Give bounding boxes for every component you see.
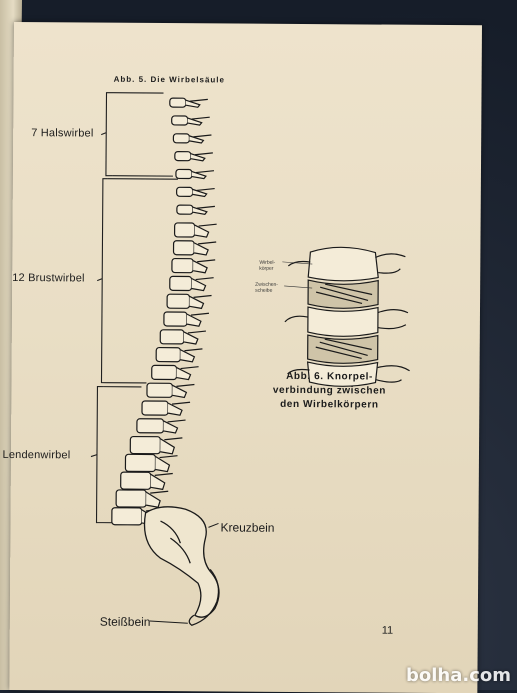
transverse-process xyxy=(180,366,199,370)
spinous-process xyxy=(192,260,208,274)
spinous-process xyxy=(194,224,210,238)
vertebra xyxy=(141,400,169,416)
spinous-process xyxy=(172,384,188,399)
vertebra xyxy=(176,186,194,197)
label-disc: Zwischen-scheibe xyxy=(255,281,278,294)
transverse-process xyxy=(195,170,215,174)
transverse-process xyxy=(196,187,215,192)
label-vertebral-body: Wirbel-körper xyxy=(259,259,276,272)
book-page: Abb. 5. Die Wirbelsäule xyxy=(0,22,482,693)
transverse-process xyxy=(193,294,212,298)
label-lumbar: 5 Lendenwirbel xyxy=(0,448,71,462)
spinous-process xyxy=(163,420,179,434)
spinous-process xyxy=(192,188,208,198)
transverse-process xyxy=(198,241,217,245)
spinous-process xyxy=(191,170,207,180)
spinous-process xyxy=(155,456,171,473)
spinous-process xyxy=(192,206,208,215)
spinous-process xyxy=(167,402,183,416)
figure6-caption-line3: den Wirbelkörpern xyxy=(280,398,379,411)
vertebra xyxy=(172,133,191,144)
transverse-process xyxy=(167,419,186,423)
transverse-process xyxy=(159,455,178,459)
transverse-process xyxy=(196,205,215,209)
transverse-process xyxy=(198,223,217,227)
vertebra xyxy=(163,311,188,327)
vertebra xyxy=(169,97,187,108)
spinous-process xyxy=(189,295,205,310)
spinous-process xyxy=(189,135,205,144)
spinous-process xyxy=(191,277,207,292)
label-coccyx: Steißbein xyxy=(99,614,151,629)
vertebra xyxy=(129,435,161,455)
label-thoracic: 12 Brustwirbel xyxy=(12,271,85,285)
vertebra xyxy=(115,489,147,508)
vertebra xyxy=(146,382,174,398)
transverse-process xyxy=(195,277,214,281)
spinous-process xyxy=(145,491,161,508)
spinous-process xyxy=(180,349,196,363)
vertebra xyxy=(171,115,189,126)
label-sacrum: Kreuzbein xyxy=(220,520,275,535)
figure6-caption: Abb. 6. Knorpel- verbindung zwischen den… xyxy=(239,370,419,413)
spinous-process xyxy=(190,153,206,162)
label-cervical: 7 Halswirbel xyxy=(31,127,94,140)
vertebra xyxy=(155,346,182,363)
transverse-process xyxy=(154,472,173,476)
transverse-process xyxy=(150,490,169,494)
vertebra xyxy=(111,507,143,526)
vertebra xyxy=(175,168,193,180)
vertebra xyxy=(176,204,194,215)
spinous-process xyxy=(185,99,201,108)
spinous-process xyxy=(176,366,192,381)
vertebra xyxy=(169,275,193,292)
transverse-process xyxy=(189,98,208,102)
vertebra xyxy=(173,222,196,238)
figure6-caption-line2: verbindung zwischen xyxy=(272,384,387,397)
transverse-process xyxy=(184,348,203,352)
spinous-process xyxy=(183,331,199,345)
spine-illustration xyxy=(90,92,410,626)
spinous-process xyxy=(150,473,166,491)
vertebra xyxy=(124,453,157,473)
transverse-process xyxy=(164,437,183,441)
vertebra xyxy=(151,364,178,381)
vertebra xyxy=(120,471,152,490)
figure6-caption-line1: Abb. 6. Knorpel- xyxy=(286,370,373,383)
spinous-process xyxy=(186,313,202,327)
vertebra xyxy=(172,240,195,256)
transverse-process xyxy=(176,383,195,387)
transverse-process xyxy=(191,116,210,120)
vertebra xyxy=(174,151,192,162)
transverse-process xyxy=(197,259,216,263)
transverse-process xyxy=(190,312,210,316)
spinous-process xyxy=(187,117,203,126)
transverse-process xyxy=(187,330,206,334)
vertebra xyxy=(171,257,194,274)
transverse-process xyxy=(194,152,213,156)
spinous-process xyxy=(160,438,176,455)
page-number: 11 xyxy=(381,624,394,637)
transverse-process xyxy=(171,401,191,405)
spinous-process xyxy=(193,242,209,256)
vertebra xyxy=(166,293,191,309)
vertebra xyxy=(159,329,185,345)
vertebra xyxy=(136,418,165,434)
transverse-process xyxy=(193,134,212,138)
watermark-logo: bolha.com xyxy=(405,665,511,686)
